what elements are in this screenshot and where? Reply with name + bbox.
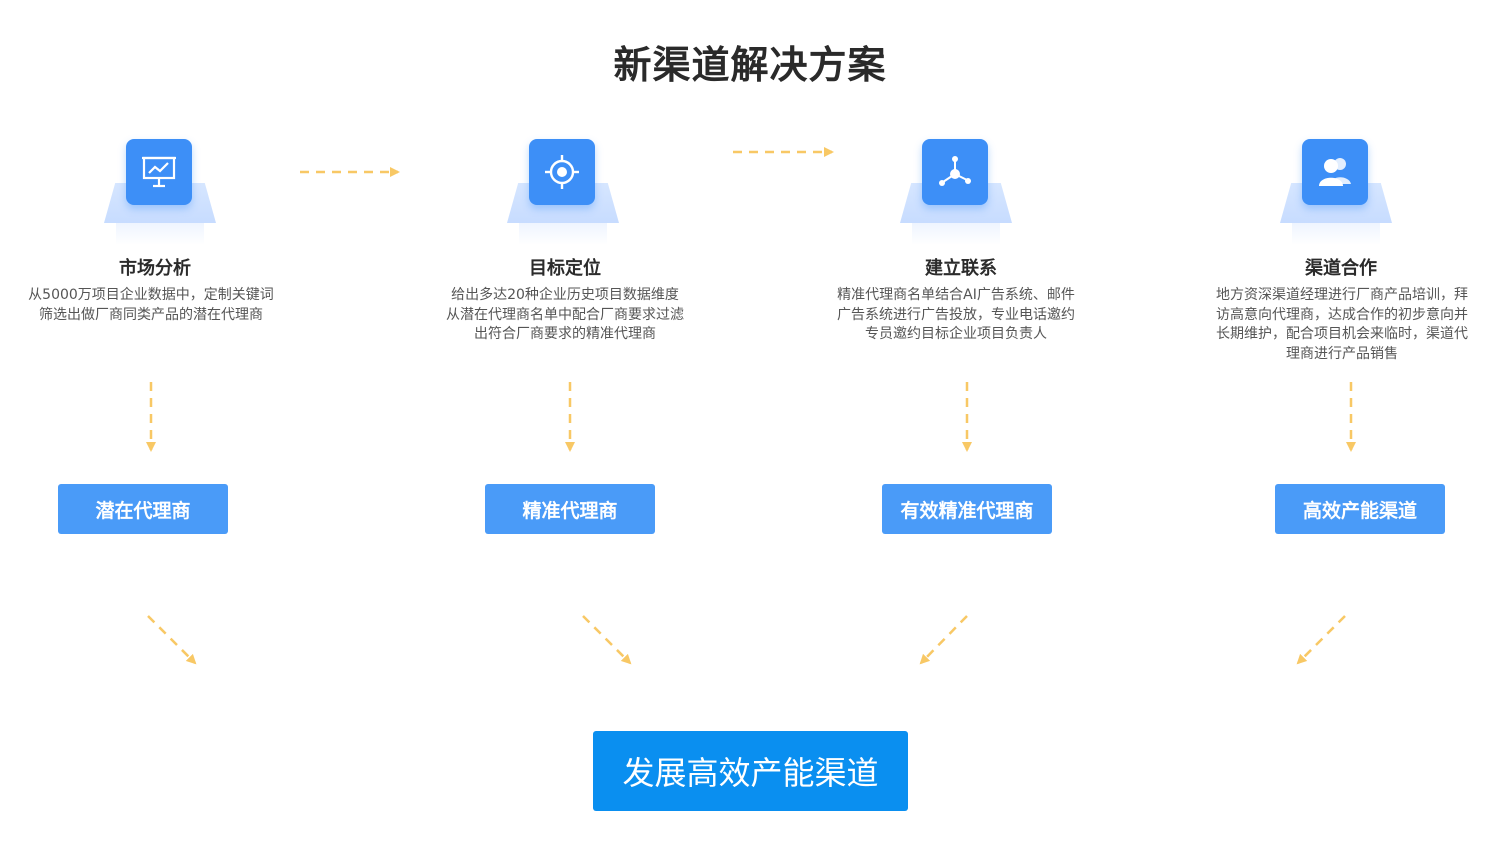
step-2-description: 给出多达20种企业历史项目数据维度从潜在代理商名单中配合厂商要求过滤出符合厂商要… <box>446 287 684 342</box>
arrow-diag-1 <box>147 615 197 665</box>
step-4-icon-block <box>1280 139 1392 251</box>
step-1-icon-block <box>104 139 216 251</box>
step-4-title: 渠道合作 <box>1305 258 1377 279</box>
presentation-chart-icon <box>142 156 176 188</box>
step-1-title: 市场分析 <box>119 258 191 279</box>
step-4-description: 地方资深渠道经理进行厂商产品培训，拜访高意向代理商，达成合作的初步意向并长期维护… <box>1216 287 1468 362</box>
target-icon <box>545 155 579 189</box>
arrow-diag-3 <box>919 615 968 665</box>
page-title: 新渠道解决方案 <box>613 43 887 87</box>
users-icon <box>1319 158 1351 186</box>
step-2-icon-block <box>507 139 619 251</box>
final-result-box: 发展高效产能渠道 <box>593 731 908 811</box>
step-3-description: 精准代理商名单结合AI广告系统、邮件广告系统进行广告投放，专业电话邀约专员邀约目… <box>837 287 1075 342</box>
arrow-diag-4 <box>1296 615 1346 665</box>
step-2-title: 目标定位 <box>529 258 601 279</box>
step-3-title: 建立联系 <box>925 258 997 279</box>
step-1-description: 从5000万项目企业数据中，定制关键词筛选出做厂商同类产品的潜在代理商 <box>28 287 274 323</box>
arrow-diag-2 <box>582 615 632 665</box>
step-3-icon-block <box>900 139 1012 251</box>
step-4-result-badge: 高效产能渠道 <box>1275 484 1445 534</box>
step-1-result-badge: 潜在代理商 <box>58 484 228 534</box>
step-2-result-badge: 精准代理商 <box>485 484 655 534</box>
step-3-result-badge: 有效精准代理商 <box>882 484 1052 534</box>
network-icon <box>939 156 971 186</box>
